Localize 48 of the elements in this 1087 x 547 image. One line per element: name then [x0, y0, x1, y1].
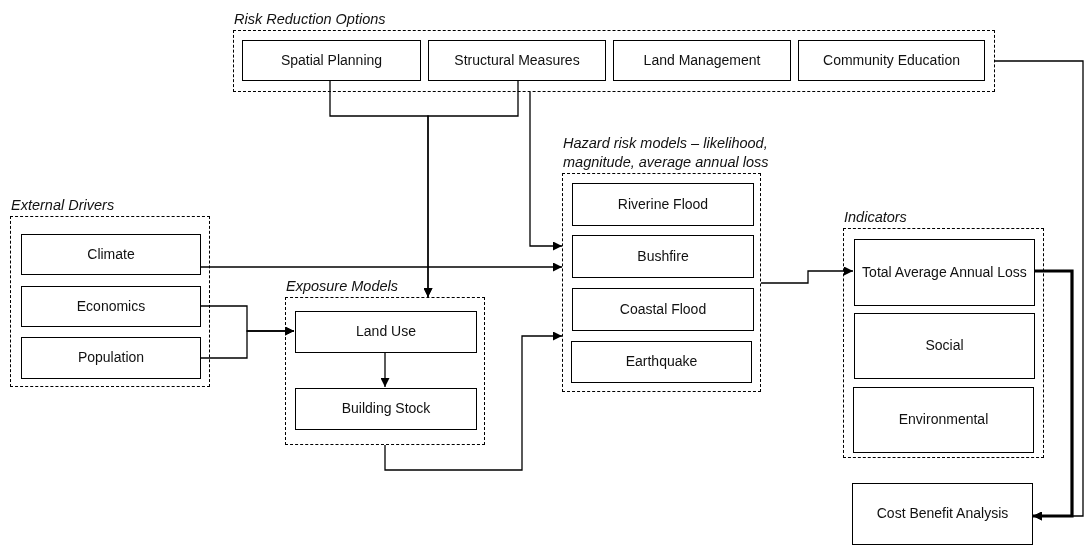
- box-label: Cost Benefit Analysis: [876, 504, 1009, 524]
- arrow: [994, 60, 1084, 521]
- box-label: Community Education: [823, 50, 960, 70]
- box-label: Economics: [76, 296, 146, 316]
- process-box: [572, 235, 754, 278]
- group-heading: External Drivers: [11, 196, 115, 215]
- group-heading: Exposure Models: [286, 277, 399, 296]
- group-heading: Risk Reduction Options: [234, 10, 386, 29]
- box-label: Environmental: [898, 410, 989, 430]
- process-box: [854, 239, 1035, 306]
- process-box: [852, 483, 1033, 545]
- arrow: [199, 326, 295, 359]
- process-box: [428, 40, 606, 81]
- process-box: [798, 40, 985, 81]
- box-label: Population: [77, 348, 145, 368]
- process-box: [242, 40, 421, 81]
- process-box: [613, 40, 791, 81]
- box-label: Structural Measures: [454, 50, 580, 70]
- process-box: [21, 337, 201, 379]
- arrow: [529, 91, 563, 251]
- process-box: [21, 286, 201, 327]
- box-label: Total Average Annual Loss: [862, 262, 1027, 282]
- box-label: Land Use: [356, 322, 416, 342]
- box-label: Bushfire: [637, 246, 689, 266]
- box-label: Earthquake: [625, 352, 698, 372]
- box-label: Building Stock: [341, 399, 431, 419]
- arrow: [1033, 269, 1074, 521]
- arrow: [199, 262, 563, 272]
- process-box: [853, 387, 1034, 453]
- process-box: [571, 341, 752, 383]
- arrow: [380, 351, 390, 388]
- group-heading: Hazard risk models – likelihood, magnitude, average annual loss: [563, 134, 770, 172]
- arrow: [423, 79, 519, 298]
- box-label: Climate: [87, 244, 135, 264]
- process-box: [572, 183, 754, 226]
- process-box: [295, 311, 477, 353]
- process-box: [854, 313, 1035, 379]
- box-label: Coastal Flood: [619, 299, 707, 319]
- box-label: Social: [925, 336, 964, 356]
- process-box: [572, 288, 754, 331]
- group-heading: Indicators: [844, 208, 907, 227]
- box-label: Spatial Planning: [280, 50, 383, 70]
- arrow: [760, 266, 854, 284]
- box-label: Land Management: [643, 50, 761, 70]
- process-box: [295, 388, 477, 430]
- box-label: Riverine Flood: [617, 194, 709, 214]
- arrow: [384, 331, 563, 471]
- process-box: [21, 234, 201, 275]
